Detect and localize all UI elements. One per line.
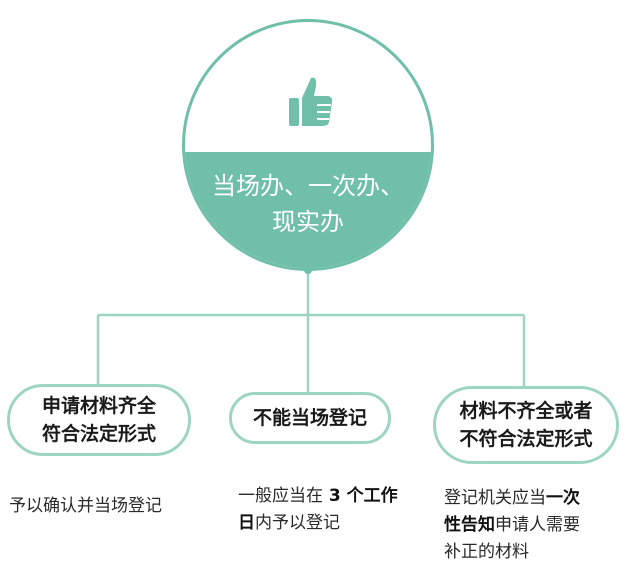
- title-circle: 当场办、一次办、 现实办: [182, 19, 434, 271]
- branch-2-desc-part-a: 一般应当在: [238, 486, 323, 506]
- branch-3-desc-part-d: 申请人需要: [495, 515, 580, 535]
- branch-2-label: 不能当场登记: [252, 407, 367, 429]
- branch-node-not-on-site: 不能当场登记: [229, 392, 391, 444]
- branch-2-desc-part-b: 3 个工作: [323, 486, 398, 506]
- branch-3-desc-part-c: 性告知: [444, 515, 495, 535]
- branch-1-label-line-2: 符合法定形式: [41, 423, 156, 445]
- branch-3-desc-part-e: 补正的材料: [444, 542, 529, 562]
- branch-3-label-line-1: 材料不齐全或者: [459, 400, 593, 422]
- branch-node-incomplete: 材料不齐全或者 不符合法定形式: [433, 386, 619, 464]
- title-band: [185, 152, 431, 268]
- branch-2-desc-part-c: 日: [238, 513, 255, 533]
- branch-3-desc-part-b: 一次: [546, 488, 580, 508]
- title-text: 当场办、一次办、 现实办: [199, 168, 417, 240]
- branch-3-desc-part-a: 登记机关应当: [444, 488, 546, 508]
- thumbs-up-icon: [289, 77, 333, 126]
- branch-1-label-line-1: 申请材料齐全: [41, 395, 156, 417]
- branch-node-complete: 申请材料齐全 符合法定形式: [7, 384, 191, 456]
- title-line-2: 现实办: [272, 208, 344, 236]
- branch-2-description: 一般应当在 3 个工作日内予以登记: [238, 483, 418, 537]
- title-line-1: 当场办、一次办、: [212, 172, 404, 200]
- branch-2-desc-part-d: 内予以登记: [255, 513, 340, 533]
- branch-3-description: 登记机关应当一次性告知申请人需要补正的材料: [444, 485, 634, 566]
- branch-1-description: 予以确认并当场登记: [9, 496, 162, 516]
- branch-3-label-line-2: 不符合法定形式: [459, 428, 593, 450]
